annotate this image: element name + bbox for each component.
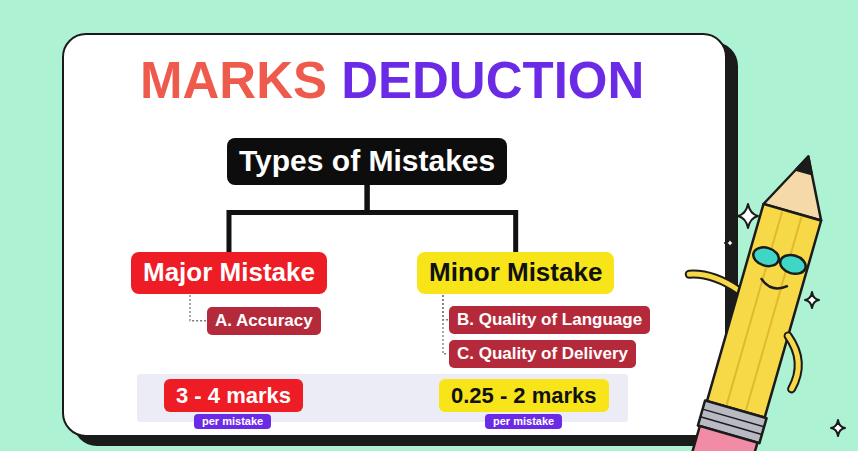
criterion-tag: B. Quality of Language: [449, 306, 650, 334]
node-text: C. Quality of Delivery: [457, 344, 628, 364]
tree-connector: [367, 185, 516, 253]
per-mistake-badge: per mistake: [485, 414, 562, 429]
node-text: Types of Mistakes: [239, 144, 495, 179]
criterion-tag: A. Accuracy: [207, 307, 321, 335]
marks-box: 0.25 - 2 marks: [439, 379, 609, 412]
title-text: MARKS DEDUCTION: [140, 52, 644, 111]
dotted-leader: [443, 295, 448, 354]
category-box: Minor Mistake: [417, 252, 614, 294]
node-text: 0.25 - 2 marks: [451, 383, 597, 408]
dotted-leader: [190, 295, 206, 321]
node-text: A. Accuracy: [215, 311, 313, 331]
root-box: Types of Mistakes: [227, 138, 507, 185]
node-text: B. Quality of Language: [457, 310, 642, 330]
node-text: per mistake: [202, 415, 263, 428]
category-box: Major Mistake: [131, 252, 327, 294]
node-text: 3 - 4 marks: [176, 383, 291, 408]
node-text: Minor Mistake: [429, 258, 602, 288]
title-block: MARKS DEDUCTION: [140, 52, 644, 111]
criterion-tag: C. Quality of Delivery: [449, 340, 636, 368]
tree-connector: [229, 185, 367, 253]
per-mistake-badge: per mistake: [194, 414, 271, 429]
dotted-leader: [443, 295, 448, 320]
node-text: Major Mistake: [143, 258, 315, 288]
node-text: per mistake: [493, 415, 554, 428]
marks-box: 3 - 4 marks: [164, 379, 303, 412]
